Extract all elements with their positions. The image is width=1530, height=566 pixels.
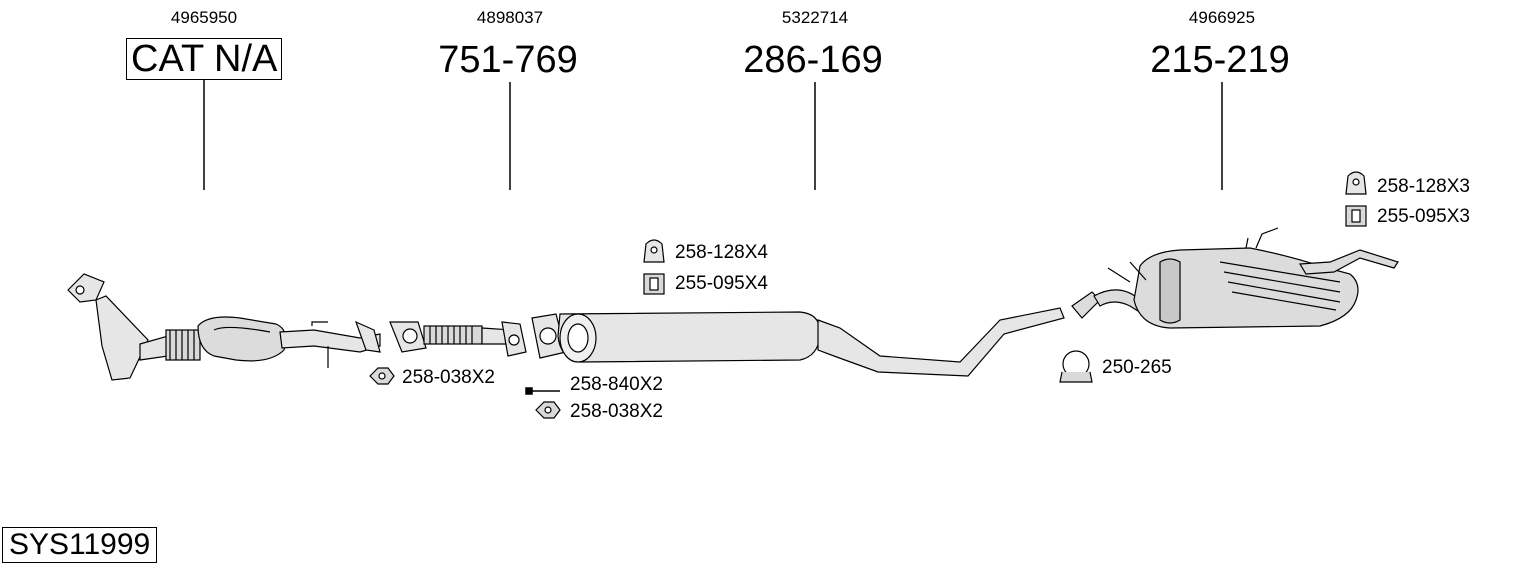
fitting-label-rubber-mid: 255-095X4 [675, 273, 768, 294]
oem-number-center-silencer: 5322714 [781, 8, 849, 27]
part-number-cat: CAT N/A [126, 38, 283, 80]
fitting-label-bolt-mid: 258-840X2 [570, 374, 663, 395]
rear-silencer-drawing [1071, 227, 1399, 329]
hanger-icon-mid [643, 239, 665, 263]
clamp-icon-rear [1059, 350, 1093, 383]
fitting-label-hanger-mid: 258-128X4 [675, 242, 768, 263]
nut-icon-front [369, 367, 395, 385]
oem-number-cat: 4965950 [170, 8, 238, 27]
oem-number-rear-silencer: 4966925 [1188, 8, 1256, 27]
fitting-label-nut-mid: 258-038X2 [570, 401, 663, 422]
catalytic-converter-drawing [67, 273, 381, 381]
part-number-center-silencer: 286-169 [743, 39, 883, 81]
rubber-icon-mid [643, 273, 665, 295]
fitting-label-hanger-rear: 258-128X3 [1377, 176, 1470, 197]
rubber-icon-rear [1345, 205, 1367, 227]
part-number-front-pipe: 751-769 [438, 39, 578, 81]
fitting-label-clamp-rear: 250-265 [1102, 357, 1172, 378]
fitting-label-rubber-rear: 255-095X3 [1377, 206, 1470, 227]
center-silencer-drawing [531, 307, 1065, 377]
hanger-icon-rear [1345, 171, 1367, 195]
nut-icon-mid [535, 401, 561, 419]
oem-number-front-pipe: 4898037 [476, 8, 544, 27]
bolt-icon-mid [525, 387, 560, 395]
part-number-rear-silencer: 215-219 [1150, 39, 1290, 81]
front-pipe-drawing [389, 321, 527, 357]
fitting-label-nut-front: 258-038X2 [402, 367, 495, 388]
system-id-label: SYS11999 [2, 527, 158, 563]
